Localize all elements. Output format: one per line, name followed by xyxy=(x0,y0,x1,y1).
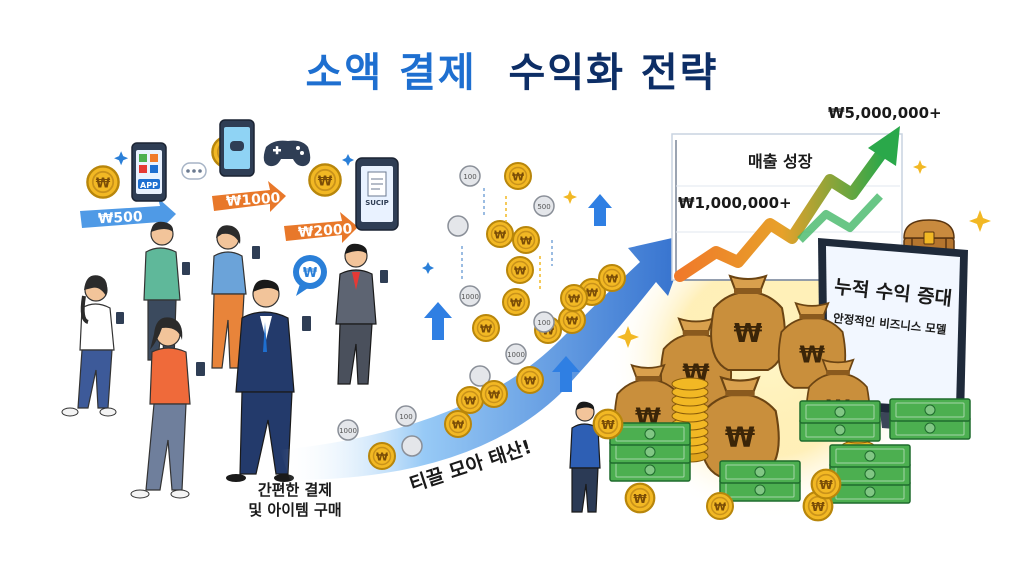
person-woman-orange-top xyxy=(130,317,205,499)
svg-text:₩: ₩ xyxy=(303,266,318,281)
person-woman-orange-pants xyxy=(211,225,260,369)
person-holding-coin xyxy=(569,401,624,513)
sparkle-icon xyxy=(563,160,991,348)
up-arrow-icon xyxy=(424,302,452,340)
price-arrow-500 xyxy=(80,198,176,230)
coin-icon xyxy=(86,165,120,199)
coin-label: 500 xyxy=(537,203,550,211)
coin-label: 1000 xyxy=(339,427,357,435)
growth-line xyxy=(674,144,890,282)
coin-label: 100 xyxy=(399,413,412,421)
chat-dots-icon xyxy=(181,162,207,180)
growth-chart-board xyxy=(671,126,903,282)
coin-icon xyxy=(624,482,656,514)
doc-label: SUCIP xyxy=(365,199,389,207)
person-man-suit xyxy=(226,279,311,482)
payment-caption-line1: 간편한 결제 xyxy=(257,481,333,499)
game-controller-icon xyxy=(263,140,311,167)
document-phone-icon xyxy=(355,157,399,231)
growth-arrow-head xyxy=(868,126,900,166)
chart-label-low: ₩1,000,000+ xyxy=(678,194,792,212)
person-woman-white xyxy=(61,275,124,417)
coin-label: 100 xyxy=(463,173,476,181)
price-tag-500: ₩500 xyxy=(97,208,144,228)
coin-icon xyxy=(810,468,842,500)
speech-bubble-won-icon: ₩ xyxy=(293,255,327,296)
payment-caption-line2: 및 아이템 구매 xyxy=(248,501,342,519)
coin-label: 100 xyxy=(537,319,550,327)
app-label: APP xyxy=(140,181,158,190)
coin-label: 1000 xyxy=(507,351,525,359)
price-arrow-2000 xyxy=(284,212,358,243)
app-phone-icon xyxy=(131,142,167,202)
flow-coins: 1000 100 1000 xyxy=(337,264,626,470)
chart-title: 매출 성장 xyxy=(748,152,813,171)
sparkle-icon xyxy=(114,151,434,274)
person-man-gray-suit xyxy=(335,243,388,385)
title-part1: 소액 결제 xyxy=(305,50,477,96)
up-arrow-icon xyxy=(552,356,580,392)
title-part2: 수익화 전략 xyxy=(508,50,719,96)
coin-icon xyxy=(308,163,342,197)
falling-coins: 100 500 1000 100 xyxy=(447,162,555,342)
coin-icon xyxy=(706,492,734,520)
price-arrow-1000 xyxy=(212,181,286,212)
up-arrow-icon xyxy=(588,194,612,226)
payment-caption: 간편한 결제 및 아이템 구매 xyxy=(230,480,360,520)
chart-label-high: ₩5,000,000+ xyxy=(828,104,942,122)
page-title: 소액 결제 수익화 전략 xyxy=(0,40,1024,98)
flow-arrow xyxy=(280,234,690,480)
game-phone-icon xyxy=(219,119,255,177)
coin-label: 1000 xyxy=(461,293,479,301)
